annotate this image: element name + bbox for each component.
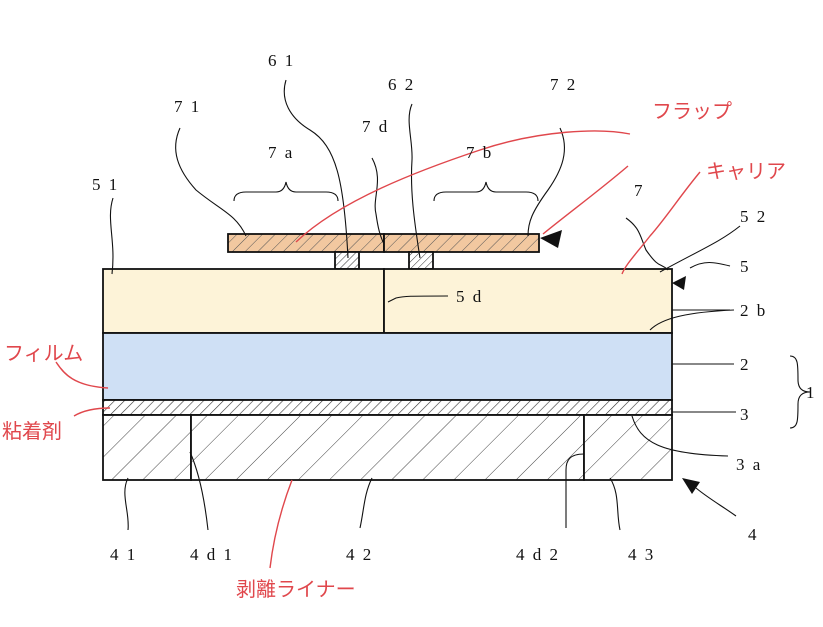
label-71: 7 1 bbox=[174, 97, 201, 116]
liner-41 bbox=[103, 415, 191, 480]
label-4: 4 bbox=[748, 525, 759, 544]
label-2b: 2 b bbox=[740, 301, 767, 320]
release-liner-layer bbox=[103, 415, 672, 480]
annotation-adhesive: 粘着剤 bbox=[2, 419, 62, 443]
arrow-7 bbox=[540, 230, 562, 248]
label-62: 6 2 bbox=[388, 75, 415, 94]
label-7a: 7 a bbox=[268, 143, 294, 162]
label-43: 4 3 bbox=[628, 545, 655, 564]
arrow-4-head bbox=[682, 478, 700, 494]
brace-7b bbox=[434, 182, 538, 201]
label-4d1: 4 d 1 bbox=[190, 545, 234, 564]
spacers bbox=[335, 252, 433, 269]
annotation-film: フィルム bbox=[4, 341, 83, 365]
label-7b: 7 b bbox=[466, 143, 493, 162]
film-layer bbox=[103, 333, 672, 400]
spacer-62 bbox=[409, 252, 433, 269]
adhesive-layer bbox=[103, 400, 672, 415]
carrier-52 bbox=[384, 269, 672, 333]
carrier-layer bbox=[103, 269, 672, 333]
liner-42 bbox=[191, 415, 584, 480]
carrier-51 bbox=[103, 269, 384, 333]
label-52: 5 2 bbox=[740, 207, 767, 226]
flap-7b bbox=[384, 234, 539, 252]
label-41: 4 1 bbox=[110, 545, 137, 564]
arrow-5 bbox=[672, 276, 686, 290]
label-72: 7 2 bbox=[550, 75, 577, 94]
annotation-carrier: キャリア bbox=[706, 159, 786, 183]
annotation-release-liner: 剥離ライナー bbox=[236, 577, 356, 601]
label-5: 5 bbox=[740, 257, 751, 276]
brace-7a bbox=[234, 182, 338, 201]
label-3a: 3 a bbox=[736, 455, 762, 474]
label-51: 5 1 bbox=[92, 175, 119, 194]
label-7d: 7 d bbox=[362, 117, 389, 136]
label-5d: 5 d bbox=[456, 287, 483, 306]
label-61: 6 1 bbox=[268, 51, 295, 70]
label-1: 1 bbox=[806, 383, 817, 402]
liner-43 bbox=[584, 415, 672, 480]
label-2: 2 bbox=[740, 355, 751, 374]
label-7: 7 bbox=[634, 181, 645, 200]
label-42: 4 2 bbox=[346, 545, 373, 564]
label-3: 3 bbox=[740, 405, 751, 424]
annotation-flap: フラップ bbox=[652, 99, 732, 123]
arrow-4-shaft bbox=[696, 488, 736, 516]
label-4d2: 4 d 2 bbox=[516, 545, 560, 564]
spacer-61 bbox=[335, 252, 359, 269]
flap-7a bbox=[228, 234, 384, 252]
